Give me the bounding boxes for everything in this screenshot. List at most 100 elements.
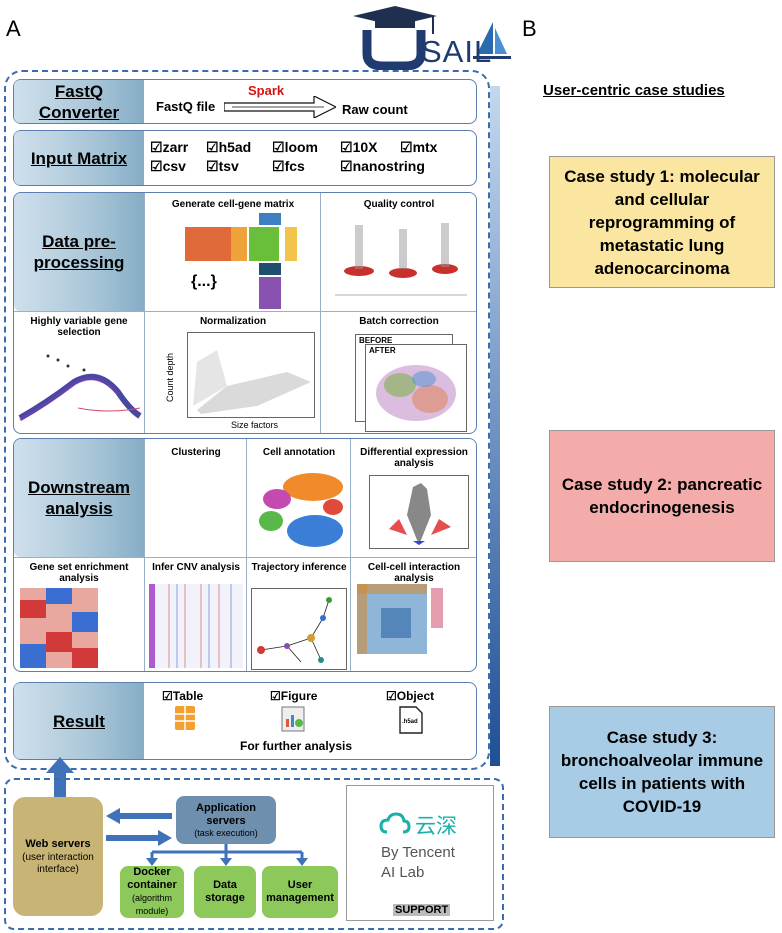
result-table: ☑Table: [162, 689, 204, 703]
trajectory-cell: Trajectory inference: [246, 557, 351, 671]
tencent-cloud-logo: [379, 812, 411, 834]
tencent-en1: By Tencent: [381, 844, 455, 861]
docker-title: Docker container: [127, 866, 177, 891]
qc-title: Quality control: [363, 199, 435, 210]
format-label: mtx: [412, 139, 438, 155]
de-cell: Differential expression analysis: [350, 439, 476, 557]
clustering-cell: Clustering: [144, 439, 247, 557]
tencent-en2: AI Lab: [381, 864, 425, 881]
web-servers-box: Web servers (user interaction interface): [13, 797, 103, 916]
trajectory-title: Trajectory inference: [251, 562, 347, 573]
de-title: Differential expression analysis: [360, 447, 468, 469]
format-tsv: ☑tsv: [206, 158, 239, 174]
normalization-cell: Normalization Count depth Size factors: [144, 311, 321, 433]
violin-plots-graphic: [335, 223, 467, 296]
format-mtx: ☑mtx: [400, 139, 438, 155]
trajectory-graph-graphic: [251, 588, 347, 670]
annotation-cell: Cell annotation: [246, 439, 351, 557]
pipeline-frame: [4, 70, 490, 770]
preprocessing-label: Data pre-processing: [14, 193, 144, 311]
spark-label: Spark: [248, 83, 285, 98]
logo-sail-text: SAIL: [421, 34, 493, 69]
fastq-label: FastQ Converter: [14, 80, 144, 123]
format-zarr: ☑zarr: [150, 139, 189, 155]
cci-cell: Cell-cell interaction analysis: [350, 557, 476, 671]
fastq-input: FastQ file: [156, 99, 216, 114]
case-study-2-text: Case study 2: pancreatic endocrinogenesi…: [561, 475, 763, 517]
support-label: SUPPORT: [393, 904, 451, 916]
format-10x: ☑10X: [340, 139, 378, 155]
format-label: 10X: [352, 139, 378, 155]
format-label: h5ad: [218, 139, 252, 155]
tencent-panel: 云深 By Tencent AI Lab SUPPORT: [346, 785, 494, 921]
support-frame: [4, 778, 504, 930]
fastq-output: Raw count: [342, 102, 408, 117]
graduation-cap-icon: [353, 6, 511, 71]
app-servers-title: Application servers: [196, 802, 256, 827]
format-label: csv: [162, 158, 186, 174]
downstream-label: Downstream analysis: [14, 439, 144, 557]
gsea-heatmap-graphic: [20, 588, 98, 668]
batch-after-plot: AFTER: [365, 344, 467, 432]
usail-logo: SAIL: [345, 4, 520, 71]
normalization-title: Normalization: [199, 316, 267, 327]
format-label: nanostring: [352, 158, 425, 174]
cci-title: Cell-cell interaction analysis: [367, 562, 461, 584]
volcano-plot-graphic: [369, 475, 469, 549]
batch-before-label: BEFORE: [359, 336, 393, 345]
format-nanostring: ☑nanostring: [340, 158, 425, 174]
normalization-ylabel: Count depth: [165, 352, 175, 402]
docker-box: Docker container (algorithm module): [120, 866, 184, 918]
panel-b-letter: B: [522, 16, 537, 41]
gen-brace: {...}: [191, 273, 217, 290]
cci-heatmap-graphic: [357, 584, 443, 654]
annotation-title: Cell annotation: [262, 447, 336, 458]
preprocessing-row: Data pre-processing Generate cell-gene m…: [13, 192, 477, 434]
format-label: tsv: [218, 158, 239, 174]
qc-cell: Quality control: [320, 193, 476, 311]
user-mgmt-box: User management: [262, 866, 338, 918]
case-studies-heading: User-centric case studies: [543, 82, 725, 99]
fastq-row: FastQ Converter FastQ file Spark Raw cou…: [13, 79, 477, 124]
batch-after-label: AFTER: [369, 346, 396, 355]
matrix-blocks-graphic: [185, 213, 297, 309]
storage-box: Data storage: [194, 866, 256, 918]
result-item-label: Table: [172, 689, 204, 703]
cnv-heatmap-graphic: [149, 584, 243, 668]
result-item-label: Object: [396, 689, 435, 703]
format-fcs: ☑fcs: [272, 158, 305, 174]
result-row: Result ☑Table ☑Figure ☑Object .h5ad For …: [13, 682, 477, 760]
tree-connector-icon: [146, 844, 308, 866]
result-label: Result: [14, 683, 144, 759]
flow-bar: [490, 86, 500, 766]
normalization-xlabel: Size factors: [231, 420, 279, 430]
format-csv: ☑csv: [150, 158, 186, 174]
user-mgmt-title: User management: [266, 879, 334, 904]
web-servers-title: Web servers: [25, 837, 91, 850]
hvg-title: Highly variable gene selection: [30, 316, 128, 338]
format-label: zarr: [162, 139, 189, 155]
result-item-label: Figure: [280, 689, 318, 703]
file-icon: [399, 706, 423, 734]
input-label: Input Matrix: [14, 131, 144, 185]
hvg-scatter-graphic: [18, 354, 142, 422]
app-servers-box: Application servers (task execution): [176, 796, 276, 844]
case-study-3-text: Case study 3: bronchoalveolar immune cel…: [560, 728, 764, 816]
case-study-1-text: Case study 1: molecular and cellular rep…: [564, 166, 760, 278]
hvg-cell: Highly variable gene selection: [14, 311, 144, 433]
format-label: fcs: [284, 158, 305, 174]
case-study-3: Case study 3: bronchoalveolar immune cel…: [549, 706, 775, 838]
batch-umap-graphic: [376, 365, 456, 421]
app-servers-sub: (task execution): [194, 828, 258, 838]
format-loom: ☑loom: [272, 139, 319, 155]
cnv-cell: Infer CNV analysis: [144, 557, 247, 671]
batch-cell: Batch correction BEFORE AFTER: [320, 311, 476, 433]
normalization-scatter-graphic: [187, 332, 315, 418]
annotation-umap-graphic: [259, 473, 343, 547]
panel-a-letter: A: [6, 16, 21, 41]
convert-arrow-icon: [224, 96, 336, 118]
clustering-title: Clustering: [171, 447, 221, 458]
result-figure: ☑Figure: [270, 689, 318, 703]
format-h5ad: ☑h5ad: [206, 139, 252, 155]
figure-icon: [281, 706, 305, 732]
